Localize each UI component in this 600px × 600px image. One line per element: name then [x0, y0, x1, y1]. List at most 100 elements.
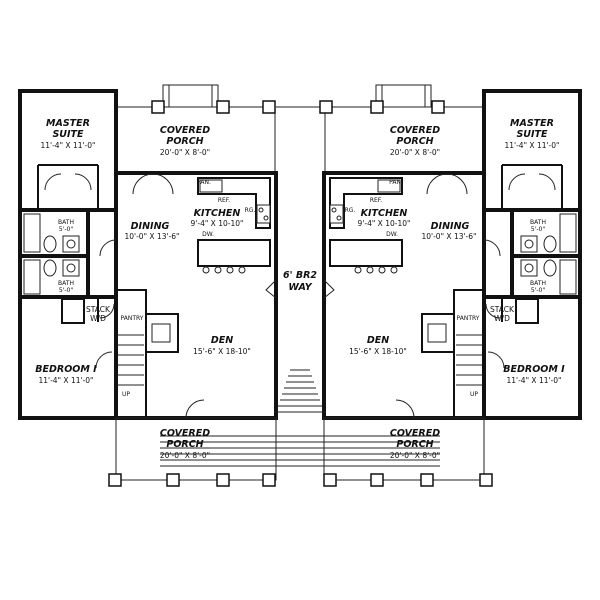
- stack-wd-closet-left: [61, 298, 85, 324]
- bathtub-lower-right: [559, 259, 577, 295]
- left-labels: MASTER SUITE 11'-4" X 11'-0" COVERED POR…: [35, 118, 255, 460]
- sink-basin-upper-left: [66, 239, 76, 249]
- room-label: BEDROOM I: [35, 364, 97, 375]
- entry-door-left: [185, 399, 205, 419]
- room-label: COVERED: [390, 125, 440, 136]
- porch-post: [166, 473, 180, 487]
- stool-left-3: [226, 266, 234, 274]
- bedroom-door-left: [95, 351, 113, 369]
- stool-left-1: [202, 266, 210, 274]
- room-label: DINING: [431, 221, 470, 232]
- front-porch-left: [115, 417, 277, 481]
- sink-basin-lower-right: [524, 263, 534, 273]
- stair-up-label: UP: [122, 391, 130, 398]
- room-dimension: 15'-6" X 18-10": [193, 347, 251, 356]
- right-unit: [322, 84, 582, 481]
- breezeway-label: WAY: [288, 282, 312, 293]
- porch-post: [216, 100, 230, 114]
- room-label: KITCHEN: [361, 208, 408, 219]
- room-dimension: 9'-4" X 10-10": [191, 219, 244, 228]
- room-dimension: 5'-0": [531, 287, 545, 294]
- pantry-left: [145, 313, 179, 353]
- range-left: [256, 204, 271, 224]
- stack-label: STACK: [86, 305, 111, 314]
- room-dimension: 10'-0" X 13'-6": [125, 232, 180, 241]
- entry-door-right: [395, 399, 415, 419]
- stool-left-2: [214, 266, 222, 274]
- right-labels: MASTER SUITE 11'-4" X 11'-0" COVERED POR…: [345, 118, 566, 460]
- refrigerator-right: [377, 179, 401, 193]
- room-dimension: 5'-0": [59, 226, 73, 233]
- stack-label: W/D: [494, 314, 510, 323]
- room-dimension: 9'-4" X 10-10": [358, 219, 411, 228]
- front-porch-right: [323, 417, 485, 481]
- room-label: SUITE: [516, 129, 548, 140]
- room-label: DEN: [211, 335, 233, 346]
- pantry-label: PANTRY: [121, 315, 144, 322]
- bedroom-door-right: [487, 351, 505, 369]
- stack-label: STACK: [490, 305, 515, 314]
- burner-left-b: [263, 215, 269, 221]
- room-dimension: 11'-4" X 11'-0": [41, 141, 96, 150]
- toilet-upper-right: [543, 235, 557, 253]
- stool-right-4: [390, 266, 398, 274]
- front-stairs: [160, 369, 440, 467]
- room-dimension: 10'-0" X 13'-6": [422, 232, 477, 241]
- burner-left-a: [258, 207, 264, 213]
- room-dimension: 11'-4" X 11'-0": [39, 376, 94, 385]
- bath-door-right: [483, 239, 501, 257]
- closet-doors: [44, 173, 92, 191]
- porch-post: [262, 100, 276, 114]
- sink-basin-upper-right: [524, 239, 534, 249]
- porch-post: [319, 100, 333, 114]
- room-label: KITCHEN: [194, 208, 241, 219]
- room-dimension: 20'-0" X 8'-0": [160, 148, 210, 157]
- fireplace-left: [151, 323, 171, 343]
- bedroom-closet-door-right: [485, 303, 501, 319]
- appliance-label: PAN.: [389, 179, 403, 186]
- porch-post: [151, 100, 165, 114]
- breezeway: [160, 106, 440, 467]
- room-label: MASTER: [46, 118, 90, 129]
- breezeway-label: 6' BR2: [283, 270, 317, 281]
- stool-right-3: [378, 266, 386, 274]
- bathtub-upper-left: [23, 213, 41, 253]
- room-label: BATH: [58, 280, 74, 287]
- porch-post: [479, 473, 493, 487]
- room-label: BEDROOM I: [503, 364, 565, 375]
- room-dimension: 20'-0" X 8'-0": [390, 451, 440, 460]
- pantry-right: [421, 313, 455, 353]
- room-label: BATH: [58, 219, 74, 226]
- rear-porch-steps-right: [375, 84, 432, 108]
- porch-post: [431, 100, 445, 114]
- closet-doors-right: [508, 173, 556, 191]
- porch-post: [108, 473, 122, 487]
- stool-right-1: [354, 266, 362, 274]
- room-dimension: 11'-4" X 11'-0": [505, 141, 560, 150]
- range-right: [329, 204, 344, 224]
- room-label: SUITE: [52, 129, 84, 140]
- rear-porch-steps-left: [162, 84, 219, 108]
- kitchen-bar-left: [197, 239, 271, 267]
- breezeway-door-left: [265, 279, 277, 299]
- room-dimension: 5'-0": [531, 226, 545, 233]
- stair-right: [453, 289, 485, 419]
- room-label: PORCH: [166, 439, 203, 450]
- bathtub-lower-left: [23, 259, 41, 295]
- porch-post: [323, 473, 337, 487]
- room-label: BATH: [530, 219, 546, 226]
- appliance-label: DW.: [386, 231, 398, 238]
- room-dimension: 5'-0": [59, 287, 73, 294]
- appliance-label: REF.: [370, 197, 382, 204]
- room-label: COVERED: [160, 125, 210, 136]
- bathtub-upper-right: [559, 213, 577, 253]
- room-dimension: 20'-0" X 8'-0": [160, 451, 210, 460]
- appliance-label: PAN.: [197, 179, 211, 186]
- room-label: COVERED: [160, 428, 210, 439]
- burner-right-b: [336, 215, 342, 221]
- sink-basin-lower-left: [66, 263, 76, 273]
- burner-right-a: [331, 207, 337, 213]
- stair-up-label: UP: [470, 391, 478, 398]
